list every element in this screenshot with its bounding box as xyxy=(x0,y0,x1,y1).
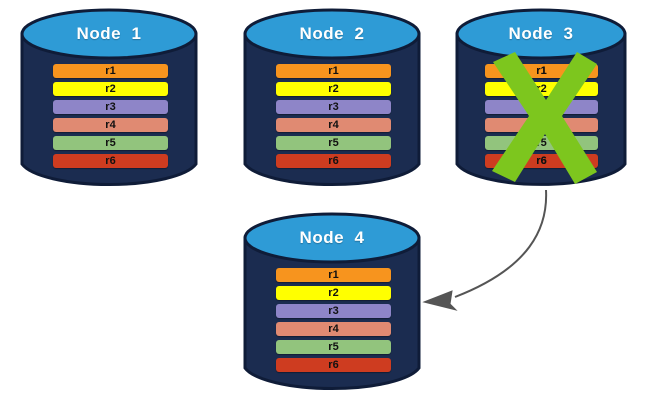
arrow-head-icon xyxy=(422,290,458,311)
record-r2[interactable]: r2 xyxy=(485,82,598,96)
record-r5[interactable]: r5 xyxy=(53,136,168,150)
record-r3[interactable]: r3 xyxy=(276,100,391,114)
record-r4[interactable]: r4 xyxy=(485,118,598,132)
record-r6[interactable]: r6 xyxy=(276,358,391,372)
node-3[interactable]: Node 3 r1 r2 r3 r4 r5 r6 r1 r6 xyxy=(455,8,627,190)
record-r2[interactable]: r2 xyxy=(276,286,391,300)
record-r6[interactable]: r6 xyxy=(276,154,391,168)
record-r4[interactable]: r4 xyxy=(53,118,168,132)
record-r4[interactable]: r4 xyxy=(276,118,391,132)
record-r5[interactable]: r5 xyxy=(485,136,598,150)
record-r1[interactable]: r1 xyxy=(53,64,168,78)
node-4-records: r1 r2 r3 r4 r5 r6 xyxy=(276,268,391,372)
record-r5[interactable]: r5 xyxy=(276,136,391,150)
record-r2[interactable]: r2 xyxy=(53,82,168,96)
node-1-records: r1 r2 r3 r4 r5 r6 xyxy=(53,64,168,168)
node-3-records: r1 r2 r3 r4 r5 r6 xyxy=(485,64,598,168)
record-r1[interactable]: r1 xyxy=(485,64,598,78)
record-r3[interactable]: r3 xyxy=(53,100,168,114)
record-r6[interactable]: r6 xyxy=(53,154,168,168)
record-r2[interactable]: r2 xyxy=(276,82,391,96)
node-1[interactable]: Node 1 r1 r2 r3 r4 r5 r6 xyxy=(20,8,198,190)
record-r3[interactable]: r3 xyxy=(276,304,391,318)
record-r1[interactable]: r1 xyxy=(276,64,391,78)
record-r1[interactable]: r1 xyxy=(276,268,391,282)
record-r5[interactable]: r5 xyxy=(276,340,391,354)
node-4[interactable]: Node 4 r1 r2 r3 r4 r5 r6 xyxy=(243,212,421,394)
record-r6[interactable]: r6 xyxy=(485,154,598,168)
node-2-records: r1 r2 r3 r4 r5 r6 xyxy=(276,64,391,168)
record-r4[interactable]: r4 xyxy=(276,322,391,336)
record-r3[interactable]: r3 xyxy=(485,100,598,114)
node-2[interactable]: Node 2 r1 r2 r3 r4 r5 r6 xyxy=(243,8,421,190)
